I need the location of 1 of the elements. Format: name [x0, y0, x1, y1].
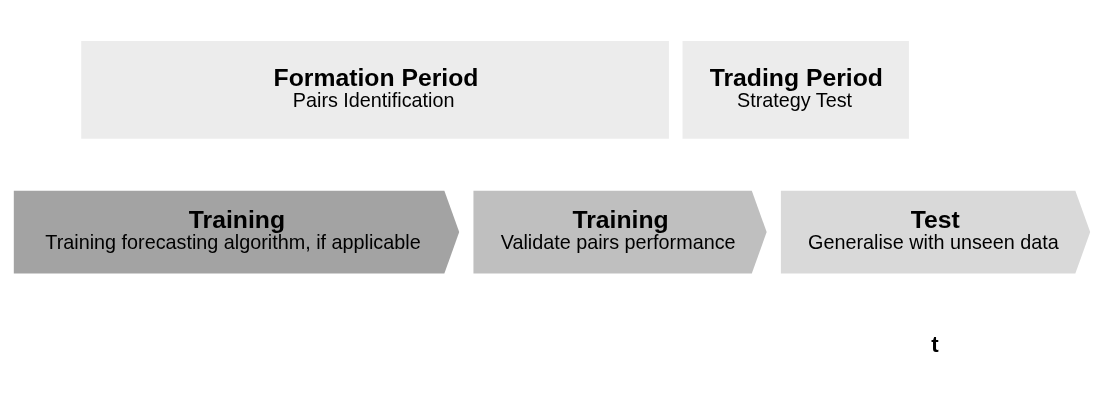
label: t	[931, 331, 939, 357]
